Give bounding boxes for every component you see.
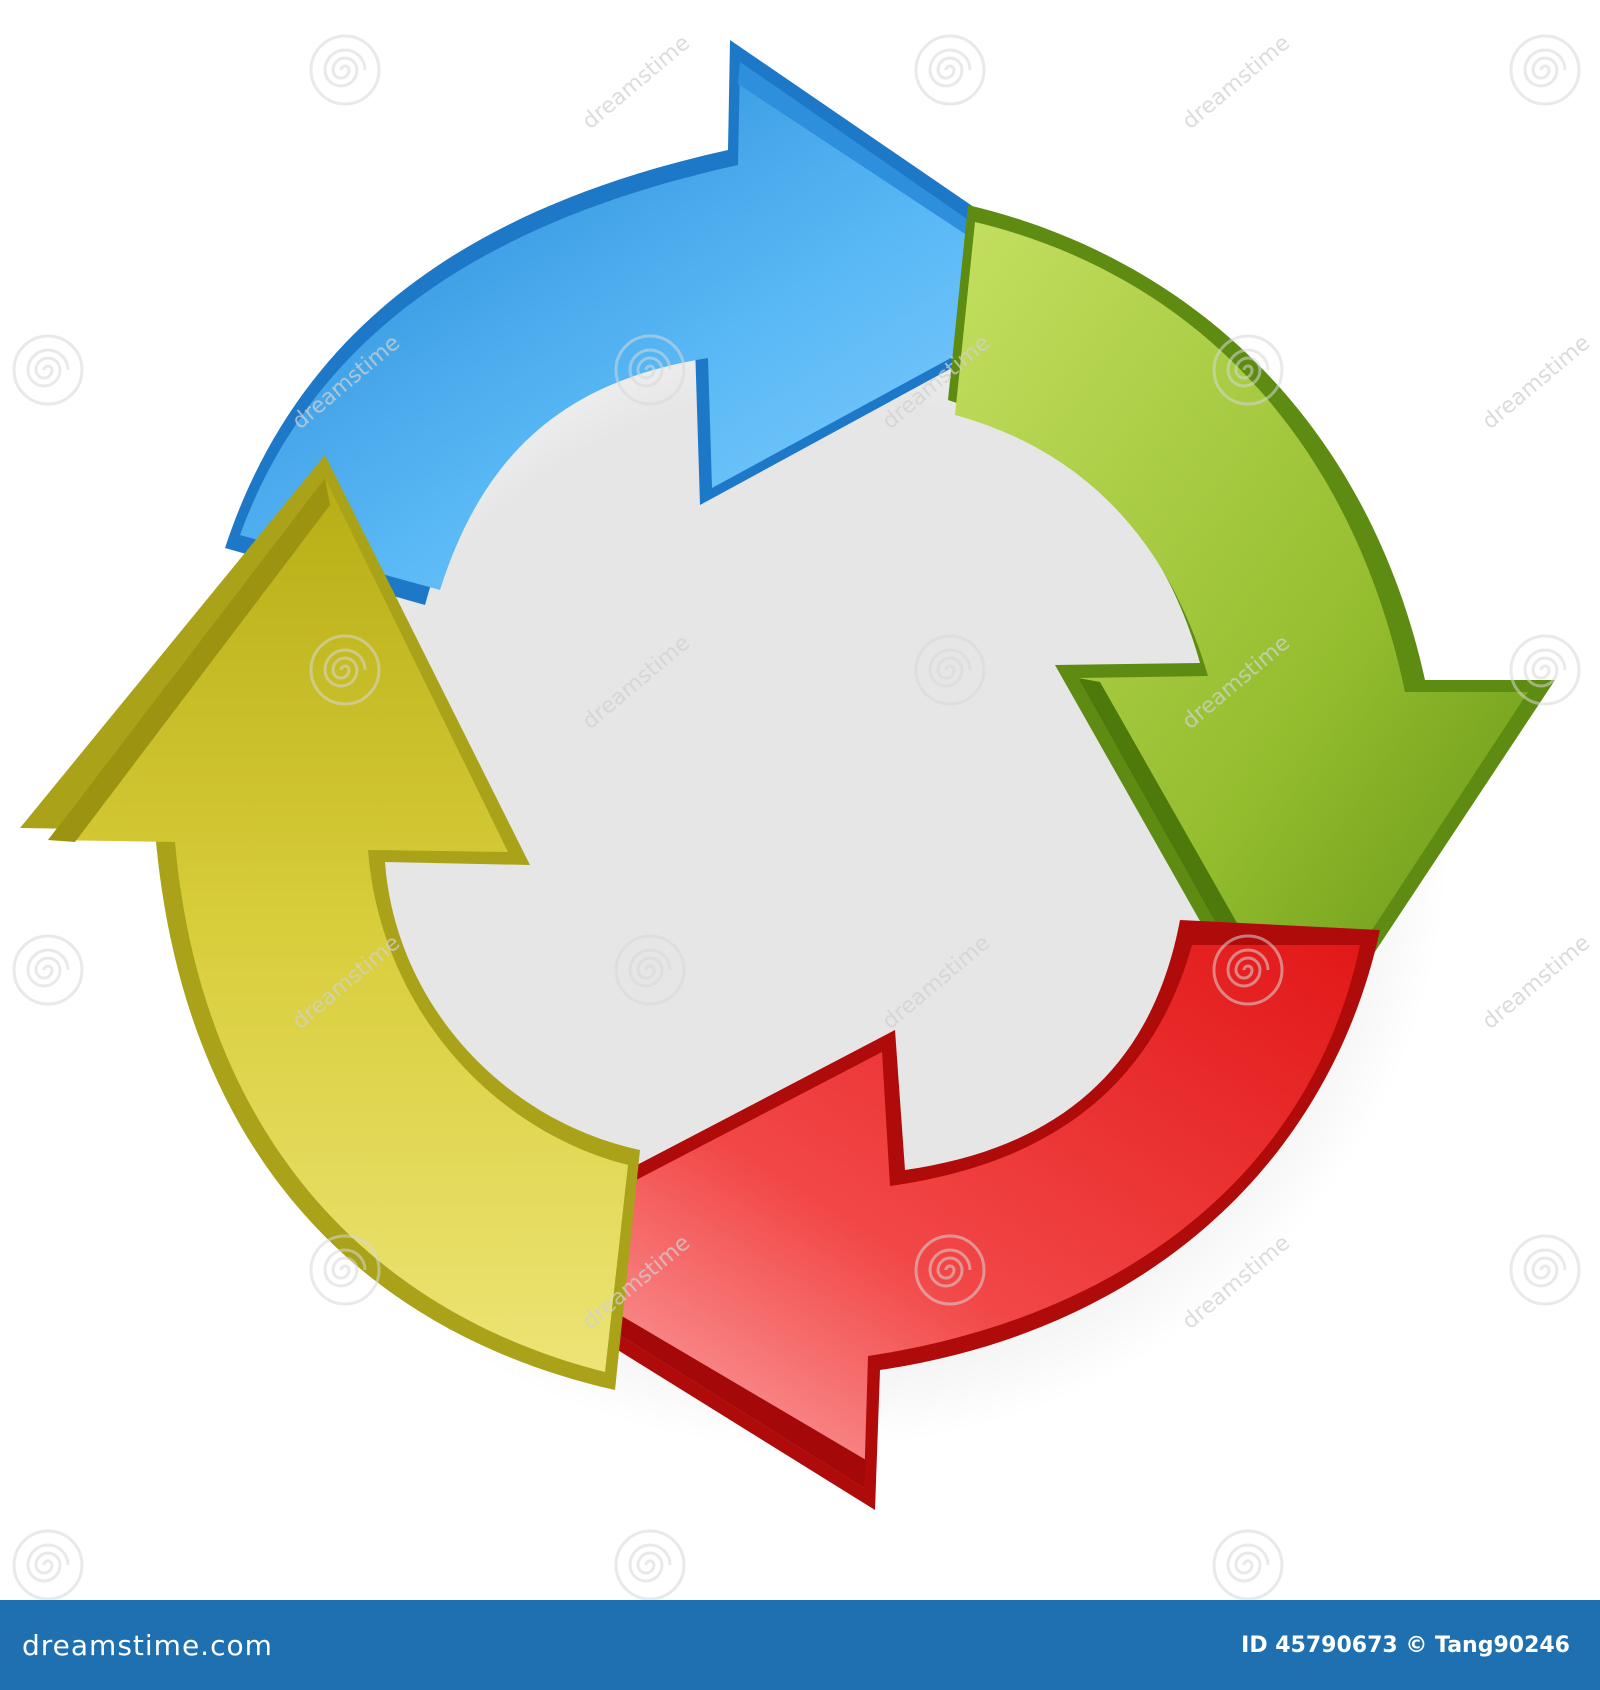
cycle-illustration: dreamstime dreamstime dreamstime dreamst…	[12, 30, 1596, 1601]
watermark-text: dreamstime	[578, 31, 695, 135]
image-credit: ID 45790673 © Tang90246	[1241, 1632, 1570, 1658]
watermark-text: dreamstime	[1178, 31, 1295, 135]
yellow-arrow	[20, 455, 640, 1390]
watermark-text: dreamstime	[1478, 931, 1595, 1035]
attribution-footer: dreamstime.com ID 45790673 © Tang90246	[0, 1600, 1600, 1690]
watermark-text: dreamstime	[1478, 331, 1595, 435]
site-brand[interactable]: dreamstime.com	[22, 1628, 273, 1662]
